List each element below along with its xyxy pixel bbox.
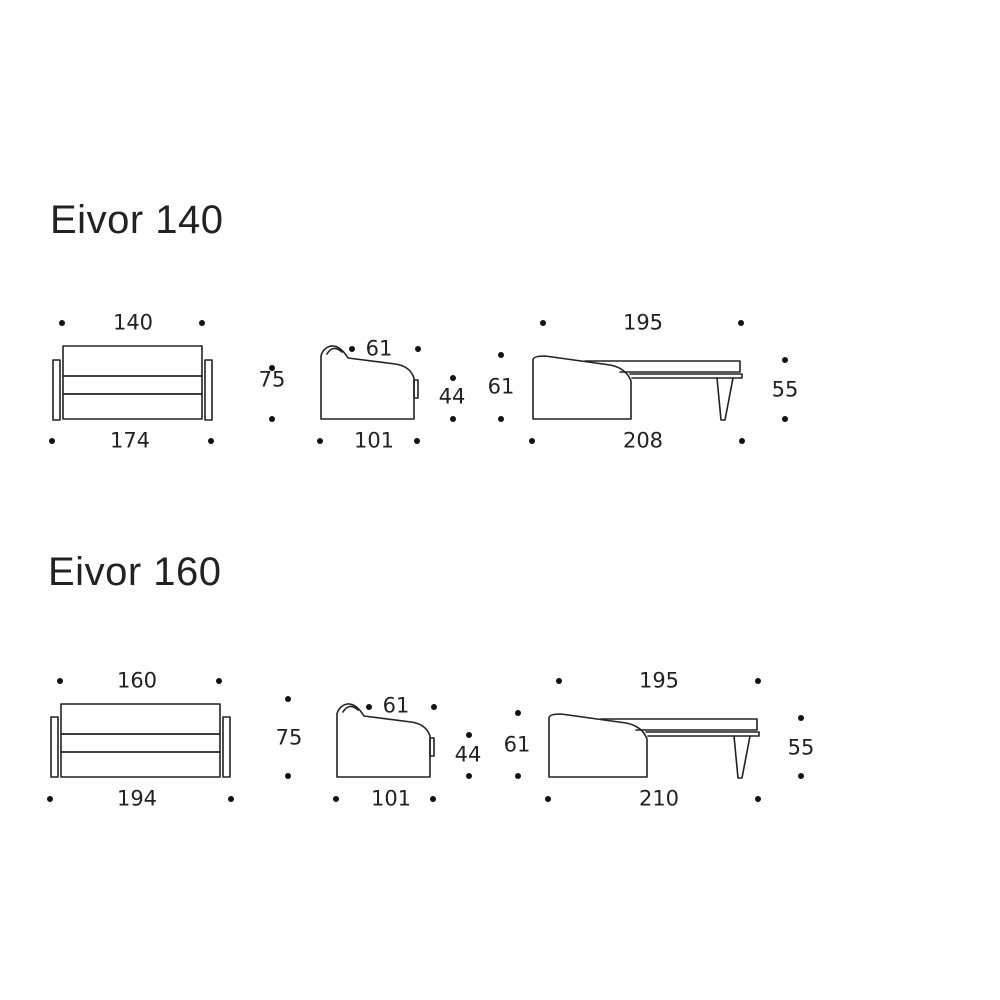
dimension-dot bbox=[450, 416, 456, 422]
dimension-dot bbox=[59, 320, 65, 326]
dimension-dot bbox=[755, 796, 761, 802]
bed-length-bottom-label: 208 bbox=[622, 428, 664, 453]
model-title-eivor-140: Eivor 140 bbox=[50, 198, 224, 242]
dimension-dot bbox=[515, 773, 521, 779]
dimension-dot bbox=[333, 796, 339, 802]
dimension-dot bbox=[540, 320, 546, 326]
side-depth-bottom-label: 101 bbox=[370, 786, 412, 811]
dimension-dot bbox=[285, 773, 291, 779]
bed-length-top-label: 195 bbox=[622, 310, 664, 335]
dimension-dot bbox=[782, 357, 788, 363]
dimension-dot bbox=[216, 678, 222, 684]
dimension-dot bbox=[498, 352, 504, 358]
front-height-label: 75 bbox=[258, 367, 286, 392]
dimension-dot bbox=[208, 438, 214, 444]
side-seat-height-label: 44 bbox=[454, 742, 482, 767]
dimension-dot bbox=[498, 416, 504, 422]
dimension-dot bbox=[529, 438, 535, 444]
dimension-dot bbox=[545, 796, 551, 802]
dimension-dot bbox=[317, 438, 323, 444]
dimension-dot bbox=[47, 796, 53, 802]
bed-length-bottom-label: 210 bbox=[638, 786, 680, 811]
dimension-dot bbox=[269, 365, 275, 371]
model-title-eivor-160: Eivor 160 bbox=[48, 550, 222, 594]
dimension-dot bbox=[739, 438, 745, 444]
bed-back-height-label: 61 bbox=[503, 732, 531, 757]
bed-height-label: 55 bbox=[771, 377, 799, 402]
dimension-dot bbox=[269, 416, 275, 422]
dimension-dot bbox=[49, 438, 55, 444]
dimension-dot bbox=[798, 773, 804, 779]
dimension-dot bbox=[57, 678, 63, 684]
dimension-dot bbox=[349, 346, 355, 352]
dimension-dot bbox=[430, 796, 436, 802]
front-top-width-label: 160 bbox=[116, 668, 158, 693]
dimension-dot bbox=[431, 704, 437, 710]
dimension-dot bbox=[755, 678, 761, 684]
bed-back-height-label: 61 bbox=[487, 374, 515, 399]
front-top-width-label: 140 bbox=[112, 310, 154, 335]
dimension-dot bbox=[228, 796, 234, 802]
front-bottom-width-label: 174 bbox=[109, 428, 151, 453]
front-height-label: 75 bbox=[275, 725, 303, 750]
dimension-dot bbox=[738, 320, 744, 326]
dimension-dot bbox=[515, 710, 521, 716]
dimension-dot bbox=[798, 715, 804, 721]
dimension-dot bbox=[466, 732, 472, 738]
side-seat-height-label: 44 bbox=[438, 384, 466, 409]
dimension-dot bbox=[415, 346, 421, 352]
side-depth-top-label: 61 bbox=[365, 336, 393, 361]
dimension-dot bbox=[782, 416, 788, 422]
dimension-dot bbox=[466, 773, 472, 779]
bed-height-label: 55 bbox=[787, 735, 815, 760]
bed-length-top-label: 195 bbox=[638, 668, 680, 693]
side-depth-bottom-label: 101 bbox=[353, 428, 395, 453]
dimension-dot bbox=[556, 678, 562, 684]
dimension-dot bbox=[199, 320, 205, 326]
front-bottom-width-label: 194 bbox=[116, 786, 158, 811]
side-depth-top-label: 61 bbox=[382, 693, 410, 718]
dimension-dot bbox=[414, 438, 420, 444]
dimension-dot bbox=[285, 696, 291, 702]
dimension-dot bbox=[366, 704, 372, 710]
dimension-dot bbox=[450, 375, 456, 381]
